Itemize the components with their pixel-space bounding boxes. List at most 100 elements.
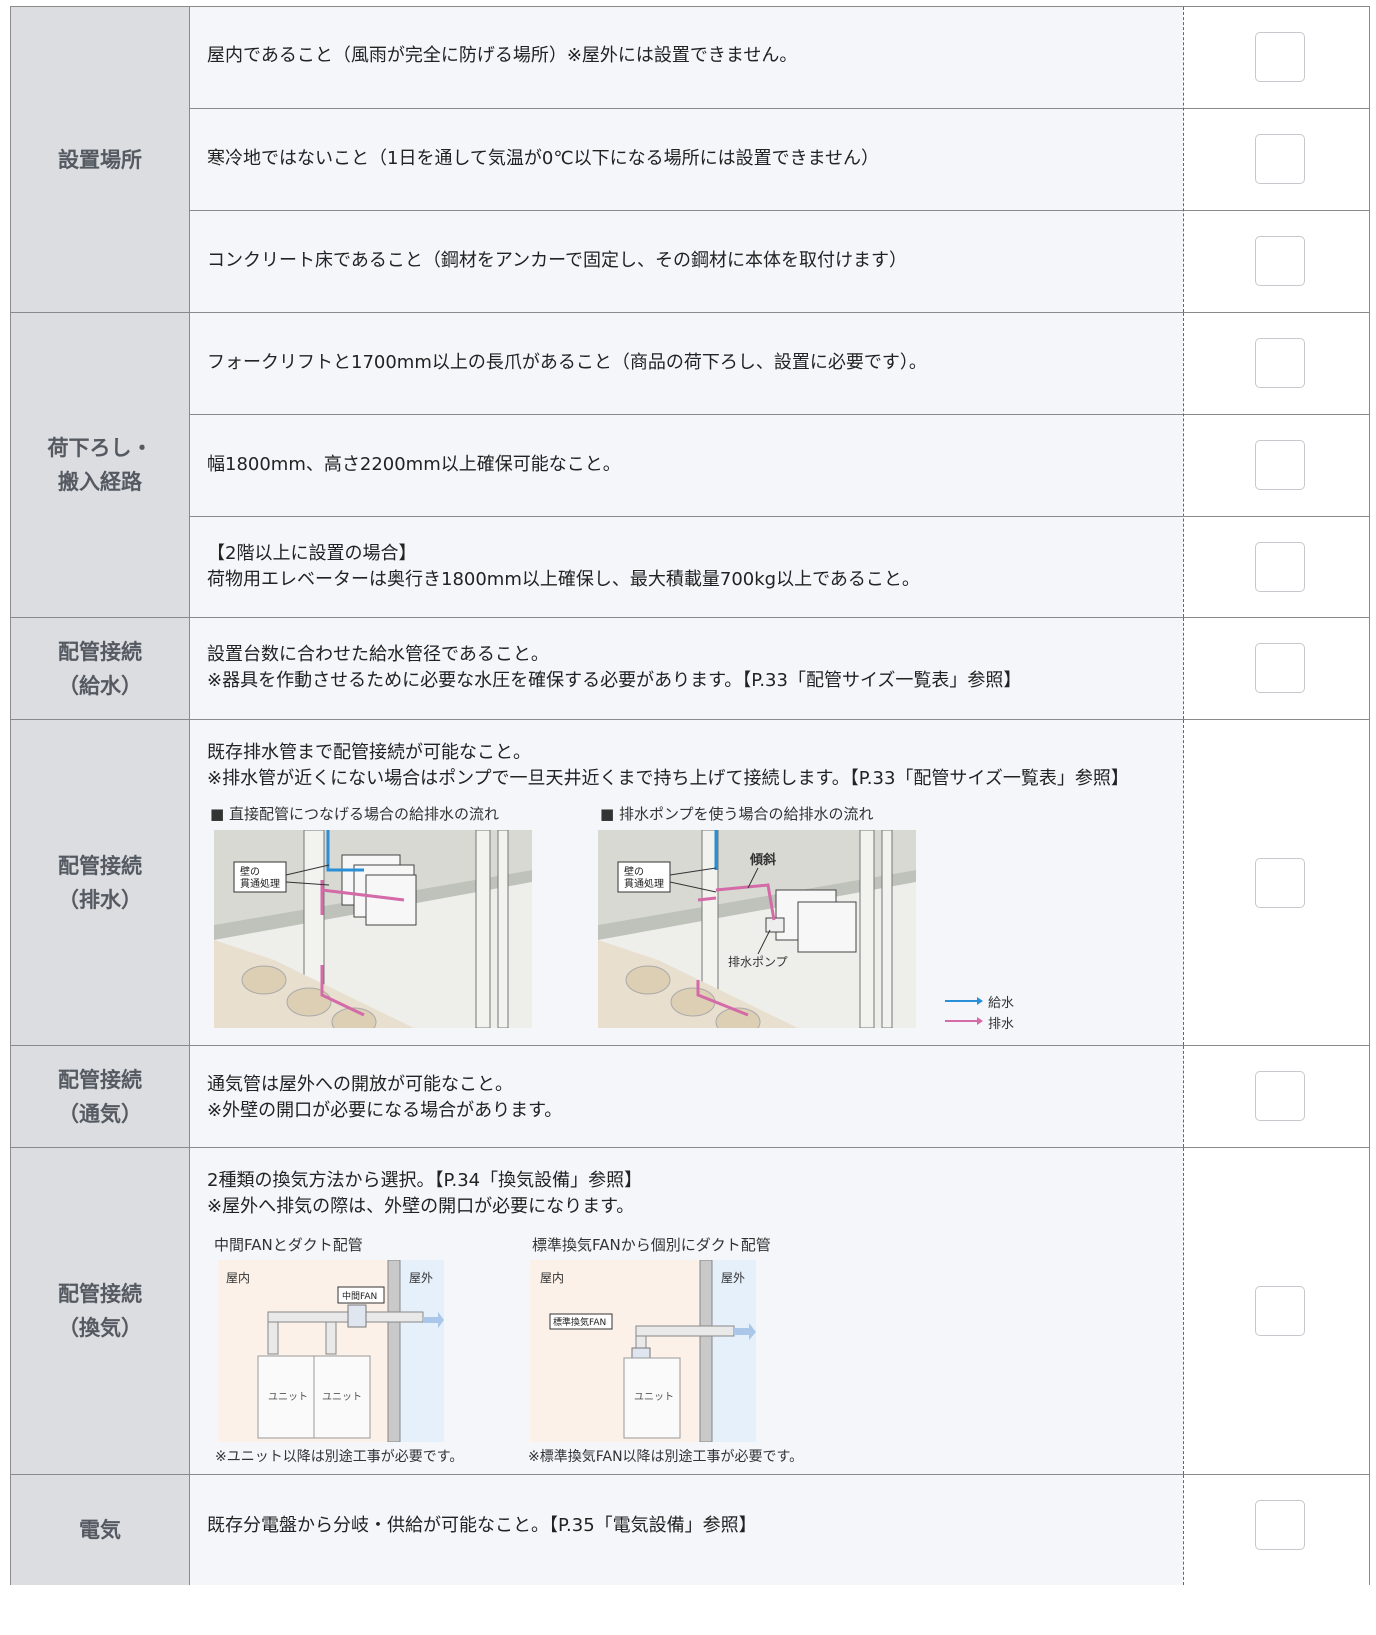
item-text: 屋内であること（風雨が完全に防げる場所）※屋外には設置できません。 <box>207 45 798 66</box>
category-label: 配管接続 （換気） <box>58 1282 142 1340</box>
unit-label: ユニット <box>634 1392 674 1403</box>
category-cell: 配管接続 （排水） <box>10 720 190 1045</box>
item-text: フォークリフトと1700mm以上の長爪があること（商品の荷下ろし、設置に必要です… <box>207 352 927 373</box>
category-cell: 配管接続 （通気） <box>10 1046 190 1147</box>
row-water-supply: 配管接続 （給水） 設置台数に合わせた給水管径であること。 ※器具を作動させるた… <box>10 618 1370 720</box>
checkbox[interactable] <box>1255 1500 1305 1550</box>
category-cell: 電気 <box>10 1475 190 1585</box>
row-vent: 配管接続 （通気） 通気管は屋外への開放が可能なこと。 ※外壁の開口が必要になる… <box>10 1046 1370 1148</box>
list-item: 屋内であること（風雨が完全に防げる場所）※屋外には設置できません。 <box>190 7 1183 109</box>
category-label: 配管接続 （通気） <box>58 1067 142 1126</box>
content-cell: 通気管は屋外への開放が可能なこと。 ※外壁の開口が必要になる場合があります。 <box>190 1046 1183 1147</box>
diagram-note: ※標準換気FAN以降は別途工事が必要です。 <box>528 1449 804 1465</box>
checkbox[interactable] <box>1255 134 1305 184</box>
checklist-table: 設置場所 屋内であること（風雨が完全に防げる場所）※屋外には設置できません。 寒… <box>10 6 1370 1585</box>
checkbox-column <box>1183 618 1370 719</box>
wall-label: 貫通処理 <box>624 877 664 890</box>
item-text-line: ※器具を作動させるために必要な水圧を確保する必要があります。【P.33「配管サイ… <box>207 670 1022 691</box>
content-cell: 2種類の換気方法から選択。【P.34「換気設備」参照】 ※屋外へ排気の際は、外壁… <box>190 1148 1183 1474</box>
wall-label: 貫通処理 <box>240 877 280 890</box>
checkbox-column <box>1183 1148 1370 1474</box>
item-text-line: 通気管は屋外への開放が可能なこと。 <box>207 1074 513 1095</box>
direct-drain-diagram: 壁の 貫通処理 <box>214 830 532 1028</box>
item-text: 寒冷地ではないこと（1日を通して気温が0℃以下になる場所には設置できません） <box>207 148 880 169</box>
category-label: 設置場所 <box>58 147 142 172</box>
item-text-line: ※屋外へ排気の際は、外壁の開口が必要になります。 <box>207 1196 635 1217</box>
checkbox-column <box>1183 313 1370 617</box>
checkbox-column <box>1183 1475 1370 1585</box>
pump-label: 排水ポンプ <box>728 955 788 969</box>
checkbox[interactable] <box>1255 236 1305 286</box>
item-text: 2種類の換気方法から選択。【P.34「換気設備」参照】 ※屋外へ排気の際は、外壁… <box>207 1168 642 1220</box>
item-text: 通気管は屋外への開放が可能なこと。 ※外壁の開口が必要になる場合があります。 <box>207 1072 562 1124</box>
category-label: 配管接続 （排水） <box>58 853 142 912</box>
row-unloading-route: 荷下ろし・ 搬入経路 フォークリフトと1700mm以上の長爪があること（商品の荷… <box>10 313 1370 618</box>
checkbox-column <box>1183 7 1370 312</box>
checkbox[interactable] <box>1255 1286 1305 1336</box>
diagram-note: ※ユニット以降は別途工事が必要です。 <box>215 1449 464 1465</box>
category-label: 配管接続 （給水） <box>58 639 142 698</box>
item-text-line: ※外壁の開口が必要になる場合があります。 <box>207 1100 563 1121</box>
legend-arrows <box>945 997 983 1025</box>
item-text-line: 2種類の換気方法から選択。【P.34「換気設備」参照】 <box>207 1170 643 1191</box>
outdoor-label: 屋外 <box>721 1271 745 1285</box>
row-installation-location: 設置場所 屋内であること（風雨が完全に防げる場所）※屋外には設置できません。 寒… <box>10 7 1370 313</box>
checkbox[interactable] <box>1255 858 1305 908</box>
item-text: 既存分電盤から分岐・供給が可能なこと。【P.35「電気設備」参照】 <box>207 1515 757 1536</box>
fan-label: 標準換気FAN <box>553 1316 606 1328</box>
item-text: 既存排水管まで配管接続が可能なこと。 ※排水管が近くにない場合はポンプで一旦天井… <box>207 740 1129 792</box>
checkbox[interactable] <box>1255 643 1305 693</box>
item-text: 【2階以上に設置の場合】 荷物用エレベーターは奥行き1800mm以上確保し、最大… <box>207 541 920 593</box>
content-cell: 屋内であること（風雨が完全に防げる場所）※屋外には設置できません。 寒冷地ではな… <box>190 7 1183 312</box>
checkbox-cell <box>1184 7 1369 109</box>
item-text-line: 【2階以上に設置の場合】 <box>207 543 417 564</box>
pump-drain-diagram: 壁の 貫通処理 傾斜 排水ポンプ <box>598 830 916 1028</box>
category-cell: 設置場所 <box>10 7 190 312</box>
standard-fan-diagram: 屋内 屋外 標準換気FAN ユニット <box>530 1260 756 1442</box>
item-text-line: 荷物用エレベーターは奥行き1800mm以上確保し、最大積載量700kg以上である… <box>207 569 920 590</box>
checkbox[interactable] <box>1255 542 1305 592</box>
wall-label: 壁の <box>240 865 260 878</box>
checkbox-cell <box>1184 211 1369 312</box>
item-text: コンクリート床であること（鋼材をアンカーで固定し、その鋼材に本体を取付けます） <box>207 250 908 271</box>
item-text-line: 既存排水管まで配管接続が可能なこと。 <box>207 742 531 763</box>
item-text-line: ※排水管が近くにない場合はポンプで一旦天井近くまで持ち上げて接続します。【P.3… <box>207 768 1129 789</box>
category-cell: 配管接続 （給水） <box>10 618 190 719</box>
checkbox[interactable] <box>1255 440 1305 490</box>
content-cell: フォークリフトと1700mm以上の長爪があること（商品の荷下ろし、設置に必要です… <box>190 313 1183 617</box>
indoor-label: 屋内 <box>540 1271 564 1285</box>
checkbox[interactable] <box>1255 338 1305 388</box>
diagram-caption: 標準換気FANから個別にダクト配管 <box>532 1236 771 1254</box>
list-item: コンクリート床であること（鋼材をアンカーで固定し、その鋼材に本体を取付けます） <box>190 211 1183 312</box>
category-cell: 荷下ろし・ 搬入経路 <box>10 313 190 617</box>
unit-label: ユニット <box>322 1392 362 1403</box>
category-cell: 配管接続 （換気） <box>10 1148 190 1474</box>
wall-label: 壁の <box>624 865 644 878</box>
checkbox[interactable] <box>1255 32 1305 82</box>
list-item: 寒冷地ではないこと（1日を通して気温が0℃以下になる場所には設置できません） <box>190 109 1183 211</box>
checkbox-column <box>1183 1046 1370 1147</box>
indoor-label: 屋内 <box>226 1271 250 1285</box>
checkbox-column <box>1183 720 1370 1045</box>
list-item: フォークリフトと1700mm以上の長爪があること（商品の荷下ろし、設置に必要です… <box>190 313 1183 415</box>
fan-label: 中間FAN <box>342 1290 377 1302</box>
category-label: 荷下ろし・ 搬入経路 <box>47 436 153 494</box>
item-text: 幅1800mm、高さ2200mm以上確保可能なこと。 <box>207 454 621 475</box>
diagram-caption: ■ 直接配管につなげる場合の給排水の流れ <box>210 805 499 823</box>
unit-label: ユニット <box>268 1392 308 1403</box>
row-electric: 電気 既存分電盤から分岐・供給が可能なこと。【P.35「電気設備」参照】 <box>10 1475 1370 1585</box>
content-cell: 既存排水管まで配管接続が可能なこと。 ※排水管が近くにない場合はポンプで一旦天井… <box>190 720 1183 1045</box>
legend-drain: 排水 <box>988 1017 1015 1032</box>
content-cell: 既存分電盤から分岐・供給が可能なこと。【P.35「電気設備」参照】 <box>190 1475 1183 1585</box>
list-item: 幅1800mm、高さ2200mm以上確保可能なこと。 <box>190 415 1183 517</box>
legend-supply: 給水 <box>988 996 1015 1011</box>
content-cell: 設置台数に合わせた給水管径であること。 ※器具を作動させるために必要な水圧を確保… <box>190 618 1183 719</box>
diagram-caption: ■ 排水ポンプを使う場合の給排水の流れ <box>600 805 874 823</box>
checkbox-cell <box>1184 415 1369 517</box>
category-label: 電気 <box>79 1518 121 1542</box>
checkbox[interactable] <box>1255 1071 1305 1121</box>
row-drainage: 配管接続 （排水） 既存排水管まで配管接続が可能なこと。 ※排水管が近くにない場… <box>10 720 1370 1046</box>
list-item: 【2階以上に設置の場合】 荷物用エレベーターは奥行き1800mm以上確保し、最大… <box>190 517 1183 617</box>
slope-label: 傾斜 <box>749 852 776 868</box>
row-ventilation: 配管接続 （換気） 2種類の換気方法から選択。【P.34「換気設備」参照】 ※屋… <box>10 1148 1370 1475</box>
